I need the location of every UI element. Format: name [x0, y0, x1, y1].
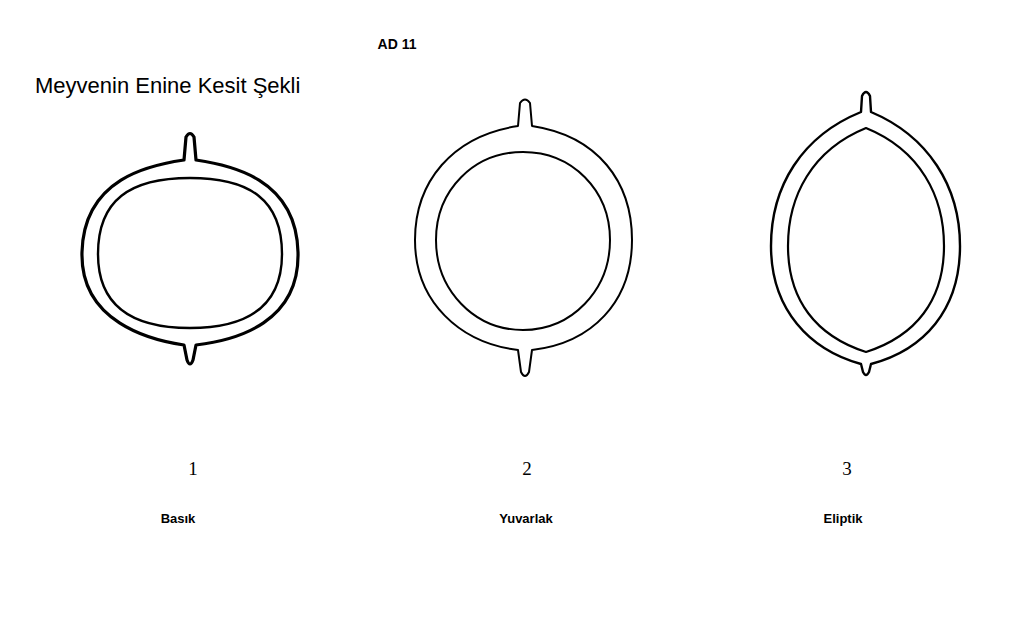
flattened-section-inner — [98, 178, 282, 328]
flattened-section-outer — [82, 134, 298, 365]
option-name: Basık — [161, 512, 196, 527]
option-number: 2 — [522, 458, 532, 480]
descriptor-code: AD 11 — [378, 36, 417, 52]
elliptic-section-outer — [771, 92, 960, 375]
option-number: 3 — [842, 458, 852, 480]
option-name: Eliptik — [823, 512, 862, 527]
option-name: Yuvarlak — [499, 512, 553, 527]
round-section-outer — [415, 100, 632, 377]
round-section-inner — [436, 152, 610, 330]
option-number: 1 — [188, 458, 198, 480]
elliptic-section-inner — [788, 128, 944, 352]
diagram-title: Meyvenin Enine Kesit Şekli — [35, 73, 300, 98]
